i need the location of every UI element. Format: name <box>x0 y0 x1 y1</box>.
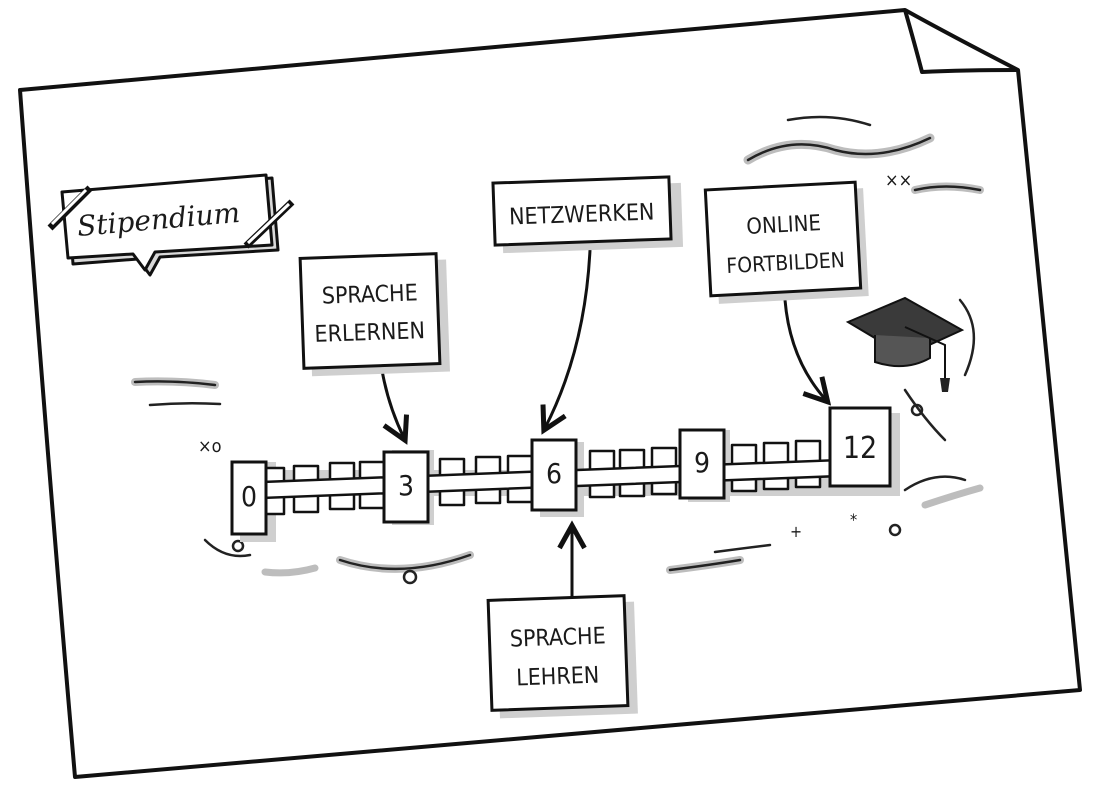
callout-online-fortbilden: ONLINE FORTBILDEN <box>703 180 869 304</box>
timeline: 0 3 6 9 12 <box>230 406 900 542</box>
doodle-cross: ×× <box>885 170 912 191</box>
callout-text-line2: ERLERNEN <box>314 318 425 348</box>
decorative-doodles: ×o ×× + * <box>131 115 984 585</box>
callout-text-line1: SPRACHE <box>321 280 418 309</box>
arrow-icon <box>545 249 592 428</box>
arrow-icon <box>783 299 826 400</box>
callout-netzwerken: NETZWERKEN <box>491 175 684 254</box>
callout-text-line1: SPRACHE <box>509 623 606 652</box>
callout-text-line2: LEHREN <box>516 663 600 692</box>
timeline-marker-9: 9 <box>678 428 726 500</box>
svg-text:6: 6 <box>546 457 562 490</box>
timeline-marker-12: 12 <box>828 406 892 488</box>
svg-text:9: 9 <box>694 446 710 479</box>
doodle-xo: ×o <box>198 436 222 457</box>
doodle-star: + <box>790 522 802 541</box>
svg-text:12: 12 <box>843 431 877 466</box>
graduation-cap-icon <box>845 296 965 392</box>
arrow-icon <box>380 369 404 438</box>
callout-sprache-lehren: SPRACHE LEHREN <box>486 594 638 719</box>
timeline-marker-0: 0 <box>230 460 268 536</box>
arrows <box>380 249 826 600</box>
svg-text:3: 3 <box>398 469 414 502</box>
callout-text-line1: ONLINE <box>746 211 822 240</box>
stipendium-badge: Stipendium <box>47 173 295 277</box>
timeline-marker-3: 3 <box>382 450 430 524</box>
doodle-star: * <box>850 510 857 529</box>
timeline-marker-6: 6 <box>530 438 578 512</box>
svg-text:0: 0 <box>241 480 257 513</box>
callout-sprache-erlernen: SPRACHE ERLERNEN <box>298 252 450 377</box>
callout-text-line1: NETZWERKEN <box>509 199 655 230</box>
